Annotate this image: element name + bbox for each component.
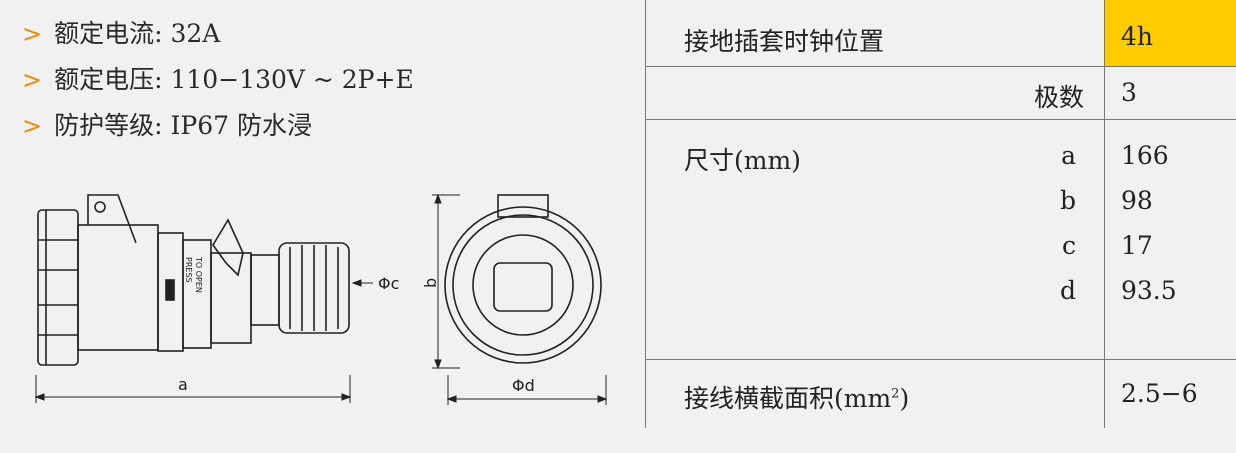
spec-separator: : <box>154 65 171 94</box>
spec-item-protection: > 防护等级: IP67 防水浸 <box>22 106 414 152</box>
divider-line <box>645 0 646 428</box>
dimension-keys: a b c d <box>1060 141 1076 321</box>
wire-section-value: 2.5−6 <box>1104 359 1236 428</box>
dimension-key: a <box>1061 141 1076 170</box>
poles-label: 极数 <box>1033 83 1084 112</box>
dimension-key: c <box>1061 231 1076 260</box>
spec-item-voltage: > 额定电压: 110−130V ~ 2P+E <box>22 60 414 106</box>
clock-position-value: 4h <box>1104 0 1236 66</box>
wire-label-end: ) <box>899 384 910 413</box>
spec-separator: : <box>154 19 171 48</box>
press-text: PRESS <box>184 257 193 283</box>
dimensions-label: 尺寸(mm) <box>684 146 801 175</box>
wire-label-text: 接线横截面积(mm <box>684 384 892 413</box>
spec-value: 32A <box>170 19 221 48</box>
to-open-text: TO OPEN <box>194 256 203 293</box>
table-row-dimensions: 尺寸(mm) a b c d 166 98 17 93.5 <box>646 119 1236 360</box>
wire-section-label: 接线横截面积(mm2) <box>684 379 909 415</box>
spec-separator: : <box>154 111 171 140</box>
lid-shape <box>87 194 137 244</box>
front-outer-ring <box>444 206 602 364</box>
spec-item-current: > 额定电流: 32A <box>22 14 414 60</box>
table-row-clock: 接地插套时钟位置 4h <box>646 0 1236 67</box>
spec-table: 接地插套时钟位置 4h 极数 3 尺寸(mm) a b c d 166 98 1… <box>646 0 1236 428</box>
bullet-arrow-icon: > <box>22 112 43 140</box>
spec-list: > 额定电流: 32A > 额定电压: 110−130V ~ 2P+E > 防护等级:… <box>22 14 414 152</box>
technical-drawing: PRESS TO OPEN a Φc <box>28 185 628 415</box>
dim-label-a: a <box>178 375 188 394</box>
table-row-wire: 接线横截面积(mm2) 2.5−6 <box>646 359 1236 428</box>
wire-label-sup: 2 <box>891 386 900 402</box>
dimension-value: 98 <box>1121 186 1153 215</box>
dim-label-c: Φc <box>378 274 399 293</box>
rear-cap-shape <box>37 209 79 366</box>
dimension-key: b <box>1059 186 1076 215</box>
spec-label: 防护等级 <box>54 111 155 140</box>
dimension-value: 93.5 <box>1121 276 1177 305</box>
dim-label-b: b <box>421 278 440 288</box>
body-shape <box>77 224 159 351</box>
spec-label: 额定电流 <box>54 19 155 48</box>
spec-label: 额定电压 <box>54 65 155 94</box>
bullet-arrow-icon: > <box>22 20 43 48</box>
bullet-arrow-icon: > <box>22 66 43 94</box>
front-lid-hinge-shape <box>497 194 549 218</box>
cable-gland-shape <box>278 242 350 334</box>
connector-drawing-svg: PRESS TO OPEN a Φc <box>34 193 608 405</box>
product-spec-panel: > 额定电流: 32A > 额定电压: 110−130V ~ 2P+E > 防护等级:… <box>22 14 628 415</box>
front-socket-face <box>493 262 553 312</box>
dimension-values: 166 98 17 93.5 <box>1104 119 1236 359</box>
spec-value: IP67 防水浸 <box>170 111 312 140</box>
spec-value: 110−130V ~ 2P+E <box>170 65 414 94</box>
dim-label-d: Φd <box>512 376 535 395</box>
poles-value: 3 <box>1104 66 1236 119</box>
clock-position-label: 接地插套时钟位置 <box>684 27 885 56</box>
table-row-poles: 极数 3 <box>646 66 1236 120</box>
dimension-key: d <box>1059 276 1076 305</box>
dimension-value: 17 <box>1121 231 1153 260</box>
dimension-value: 166 <box>1121 141 1169 170</box>
